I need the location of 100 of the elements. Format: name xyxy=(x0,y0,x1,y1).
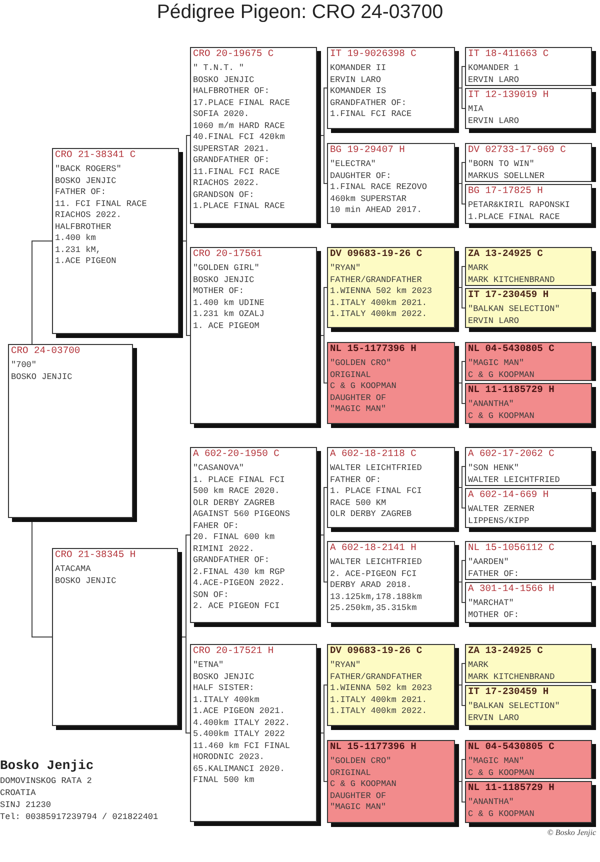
connector-line xyxy=(458,759,466,782)
pedigree-text: 10 min AHEAD 2017. xyxy=(330,205,422,216)
pedigree-text: 25.250km,35.315km xyxy=(330,603,417,614)
pedigree-text: SUPERSTAR 2021. xyxy=(193,144,270,155)
pedigree-card xyxy=(327,47,459,133)
pedigree-text: 1.FINAL RACE REZOVO xyxy=(330,182,427,194)
ring-number: IT 19-9026398 C xyxy=(330,48,416,59)
pedigree-text: "ANANTHA" xyxy=(468,399,514,410)
pedigree-card xyxy=(190,447,321,627)
pedigree-card xyxy=(465,247,596,286)
pedigree-text: FINAL 500 km xyxy=(193,775,254,786)
pedigree-text: ERVIN LARO xyxy=(468,74,520,86)
pedigree-text: 1. PLACE FINAL FCI xyxy=(193,474,285,486)
pedigree-text: DERBY ARAD 2018. xyxy=(330,580,412,592)
pedigree-text: MIA xyxy=(468,104,484,116)
pedigree-text: 1.ITALY 400km 2021. xyxy=(330,694,427,706)
pedigree-card xyxy=(465,383,596,428)
pedigree-text: "700" xyxy=(11,360,37,372)
pedigree-text: 1. ACE PIGEOM xyxy=(193,320,260,332)
pedigree-text: HALF SISTER: xyxy=(193,683,254,694)
connector-line xyxy=(320,287,328,336)
pedigree-card xyxy=(52,148,183,338)
pedigree-text: WALTER LEICHTFRIED xyxy=(468,474,560,486)
pedigree-text: BOSKO JENJIC xyxy=(193,274,254,286)
ring-number: DV 02733-17-969 C xyxy=(468,144,566,155)
ring-number: ZA 13-24925 C xyxy=(468,248,543,259)
pedigree-text: 1.ITALY 400km 2022. xyxy=(330,309,427,320)
address-line: SINJ 21230 xyxy=(0,800,52,811)
connector-line xyxy=(320,684,328,734)
pedigree-card xyxy=(190,644,321,826)
ring-number: DV 09683-19-26 C xyxy=(330,645,422,656)
pedigree-text: DAUGHTER OF xyxy=(330,790,386,802)
ring-number: A 301-14-1566 H xyxy=(468,583,554,594)
ring-number: DV 09683-19-26 C xyxy=(330,248,422,259)
connector-line xyxy=(458,88,466,109)
pedigree-text: MARKUS SOELLNER xyxy=(468,170,545,182)
ring-number: A 602-20-1950 C xyxy=(193,448,280,459)
pedigree-text: C & G KOOPMAN xyxy=(468,410,534,422)
pedigree-text: WALTER ZERNER xyxy=(468,504,534,516)
pedigree-card xyxy=(8,344,137,522)
pedigree-text: MARK xyxy=(468,660,488,672)
connector-line xyxy=(458,183,466,204)
pedigree-card xyxy=(327,644,459,730)
phone-number: Tel: 00385917239794 / 021822401 xyxy=(0,812,158,823)
pedigree-text: OLR DERBY ZAGREB xyxy=(193,498,275,509)
pedigree-card xyxy=(327,143,459,228)
connector-line xyxy=(32,240,52,344)
pedigree-text: SON OF: xyxy=(193,590,229,601)
pedigree-text: GRANDSON OF: xyxy=(193,190,254,201)
pedigree-card xyxy=(190,47,321,228)
pedigree-card xyxy=(465,740,596,779)
pedigree-text: ORIGINAL xyxy=(330,768,371,779)
pedigree-text: BOSKO JENJIC xyxy=(193,672,254,683)
pedigree-text: RACE 500 KM xyxy=(330,498,386,509)
connector-line xyxy=(458,382,466,404)
connector-line xyxy=(320,732,328,782)
pedigree-text: 13.125km,178.188km xyxy=(330,592,422,603)
ring-number: CRO 24-03700 xyxy=(11,345,80,356)
pedigree-text: SOFIA 2020. xyxy=(193,109,250,120)
ring-number: NL 04-5430805 C xyxy=(468,343,554,354)
pedigree-text: RIACHOS 2022. xyxy=(55,210,122,222)
connector-line xyxy=(458,560,466,582)
pedigree-card xyxy=(327,447,459,532)
pedigree-text: MARK KITCHENBRAND xyxy=(468,672,555,683)
pedigree-text: MARK KITCHENBRAND xyxy=(468,274,555,286)
pedigree-text: 1.WIENNA 502 km 2023 xyxy=(330,683,432,694)
pedigree-text: 1.ACE PIGEON xyxy=(55,256,116,268)
ring-number: A 602-18-2118 C xyxy=(330,448,416,459)
pedigree-text: ERVIN LARO xyxy=(468,316,520,327)
pedigree-text: 11.FINAL FCI RACE xyxy=(193,166,280,178)
pedigree-text: 40.FINAL FCI 420km xyxy=(193,132,285,144)
pedigree-text: "BACK ROGERS" xyxy=(55,164,122,176)
pedigree-text: 1. PLACE FINAL FCI xyxy=(330,486,422,498)
pedigree-text: 4.400km ITALY 2022. xyxy=(193,718,290,729)
pedigree-text: "MAGIC MAN" xyxy=(468,756,524,768)
pedigree-card xyxy=(327,541,459,627)
pedigree-text: 2.FINAL 430 km RGP xyxy=(193,566,285,578)
pedigree-text: ORIGINAL xyxy=(330,370,371,381)
pedigree-text: KOMANDER IS xyxy=(330,86,386,98)
pedigree-text: C & G KOOPMAN xyxy=(330,381,396,392)
pedigree-text: "GOLDEN CRO" xyxy=(330,756,392,768)
connector-line xyxy=(458,663,466,686)
pedigree-card xyxy=(465,541,596,580)
pedigree-text: 1.PLACE FINAL RACE xyxy=(193,201,285,212)
pedigree-text: BOSKO JENJIC xyxy=(55,176,116,187)
pedigree-text: RIACHOS 2022. xyxy=(193,178,260,190)
pedigree-text: 1.231 km OZALJ xyxy=(193,309,264,320)
pedigree-text: WALTER LEICHTFRIED xyxy=(330,557,422,568)
pedigree-text: 20. FINAL 600 km xyxy=(193,532,275,544)
pedigree-text: 11.460 km FCI FINAL xyxy=(193,740,290,752)
connector-line xyxy=(458,684,466,706)
pedigree-text: 1.ACE PIGEON 2021. xyxy=(193,706,285,718)
pedigree-text: 1.ITALY 400km 2021. xyxy=(330,298,427,309)
pedigree-card xyxy=(190,247,321,428)
pedigree-text: "BORN TO WIN" xyxy=(468,159,534,170)
pedigree-text: "MAGIC MAN" xyxy=(468,358,524,370)
connector-line xyxy=(458,266,466,288)
ring-number: CRO 21-38341 C xyxy=(55,149,136,160)
connector-line xyxy=(458,582,466,603)
pedigree-text: FATHER OF: xyxy=(330,474,382,486)
